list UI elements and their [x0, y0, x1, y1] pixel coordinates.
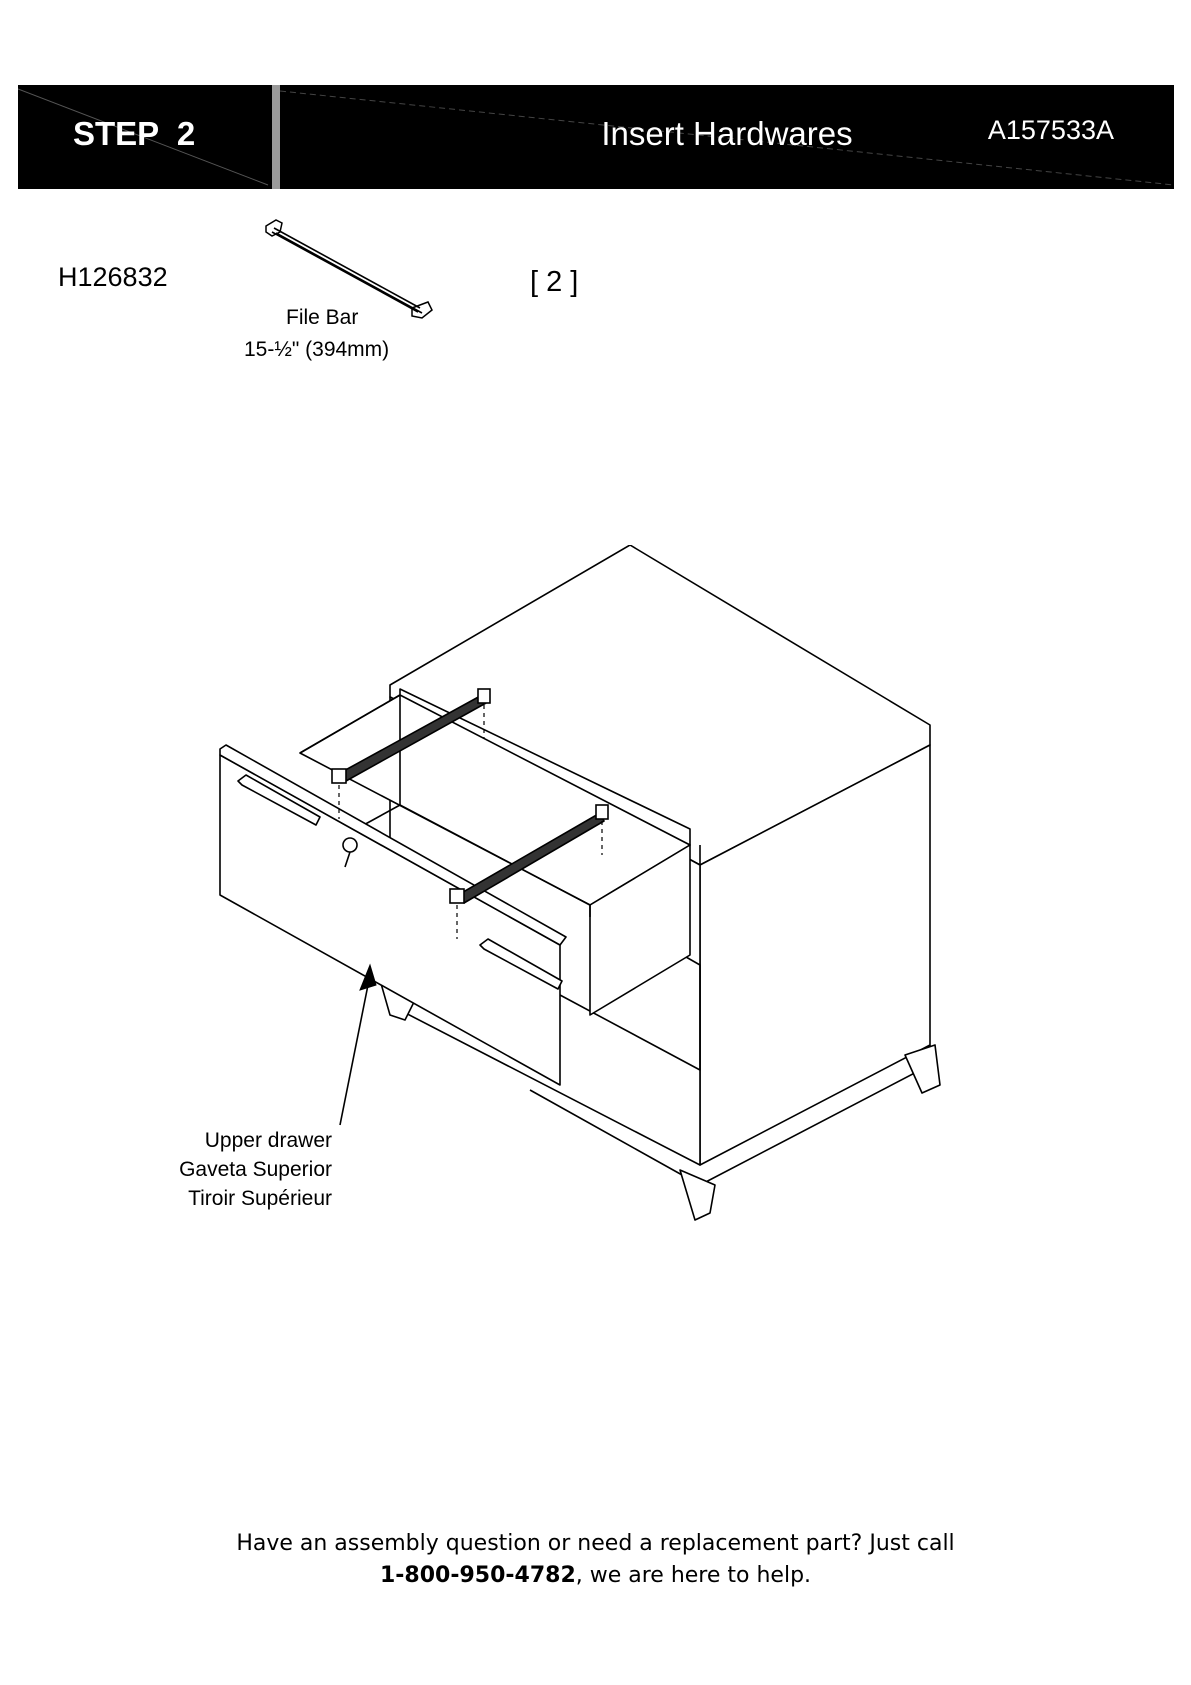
help-phone-number[interactable]: 1-800-950-4782	[380, 1563, 576, 1588]
part-number: H126832	[58, 262, 168, 293]
step-cell: STEP 2	[18, 85, 272, 189]
model-code: A157533A	[988, 115, 1114, 146]
help-line-2-rest: , we are here to help.	[576, 1563, 811, 1588]
step-number: STEP 2	[73, 115, 195, 153]
part-name: File Bar	[286, 306, 358, 330]
help-footer: Have an assembly question or need a repl…	[0, 1528, 1191, 1592]
callout-spanish: Gaveta Superior	[140, 1155, 332, 1184]
help-line-2: 1-800-950-4782, we are here to help.	[0, 1560, 1191, 1592]
part-size: 15-½" (394mm)	[244, 338, 389, 362]
step-header-bar: STEP 2 Insert Hardwares A157533A	[18, 85, 1174, 189]
callout-english: Upper drawer	[140, 1126, 332, 1155]
part-quantity: [ 2 ]	[530, 266, 578, 299]
header-divider	[272, 85, 280, 189]
upper-drawer-callout: Upper drawer Gaveta Superior Tiroir Supé…	[140, 1126, 332, 1213]
cabinet-illustration	[150, 545, 950, 1225]
help-line-1: Have an assembly question or need a repl…	[0, 1528, 1191, 1560]
callout-french: Tiroir Supérieur	[140, 1184, 332, 1213]
